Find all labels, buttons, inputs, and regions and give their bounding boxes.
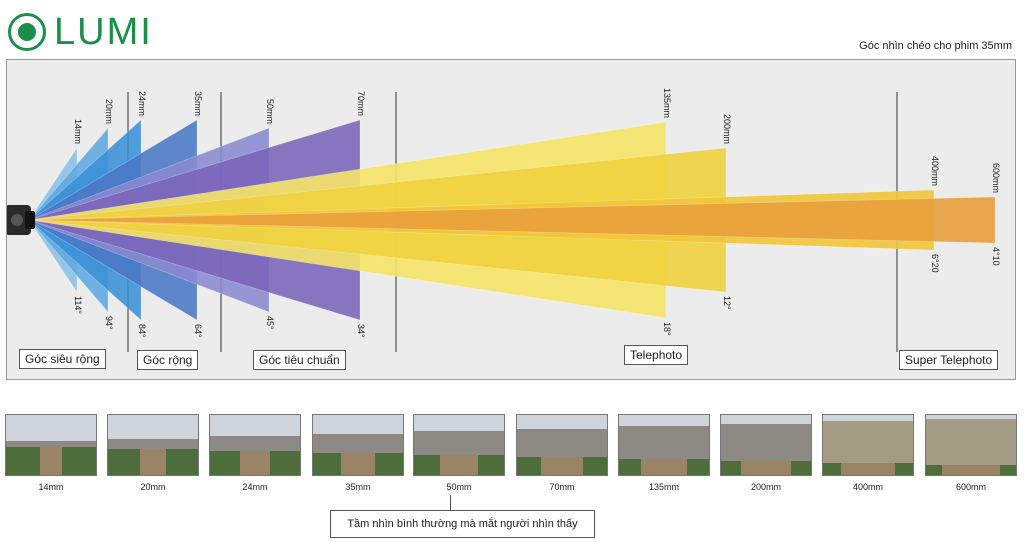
focal-label: 35mm — [193, 91, 203, 116]
lens-sample-image — [107, 414, 199, 476]
focal-label: 70mm — [356, 91, 366, 116]
focal-label: 24mm — [137, 91, 147, 116]
angle-label: 64° — [193, 324, 203, 338]
focal-label: 50mm — [265, 99, 275, 124]
human-eye-note: Tầm nhìn bình thường mà mắt người nhìn t… — [330, 510, 595, 538]
lens-sample-image — [5, 414, 97, 476]
angle-label: 94° — [104, 316, 114, 330]
focal-label: 20mm — [104, 99, 114, 124]
angle-label: 34° — [356, 324, 366, 338]
lens-sample-image — [618, 414, 710, 476]
lens-sample-caption: 400mm — [852, 482, 883, 492]
lens-sample-image — [516, 414, 608, 476]
lens-sample-image — [822, 414, 914, 476]
focal-label: 135mm — [662, 88, 672, 118]
lens-sample-caption: 200mm — [750, 482, 781, 492]
lens-sample-caption: 14mm — [38, 482, 64, 492]
lens-sample-caption: 135mm — [648, 482, 679, 492]
angle-label: 84° — [137, 324, 147, 338]
lens-sample-caption: 600mm — [955, 482, 986, 492]
note-pointer — [450, 495, 451, 510]
angle-label: 6°20 — [930, 254, 940, 273]
lens-sample-caption: 20mm — [140, 482, 166, 492]
category-telephoto: Telephoto — [624, 345, 689, 365]
lens-sample-image — [413, 414, 505, 476]
angle-label: 114° — [73, 296, 83, 314]
diagram-subtitle: Góc nhìn chéo cho phim 35mm — [859, 40, 1012, 52]
category-wide: Góc rộng — [137, 350, 199, 370]
focal-label: 14mm — [73, 119, 83, 144]
brand-name: LUMI — [54, 11, 153, 53]
angle-label: 18° — [662, 322, 672, 336]
angle-label: 12° — [722, 296, 732, 310]
focal-label: 400mm — [930, 156, 940, 186]
focal-label: 600mm — [991, 163, 1001, 193]
lens-sample-image — [209, 414, 301, 476]
lens-sample-image — [312, 414, 404, 476]
fov-diagram: 14mm 114° 20mm 94° 24mm 84° 35mm 64° 50mm 45° 70mm… — [7, 88, 1001, 352]
camera-icon — [7, 205, 35, 235]
lens-sample-caption: 24mm — [242, 482, 268, 492]
fov-wedge-600mm — [28, 196, 996, 244]
fov-diagram-panel: 14mm 114° 20mm 94° 24mm 84° 35mm 64° 50mm 45° 70mm… — [6, 59, 1016, 380]
focal-label: 200mm — [722, 114, 732, 144]
lens-sample-caption: 35mm — [345, 482, 371, 492]
angle-label: 45° — [265, 316, 275, 330]
lens-sample-image — [925, 414, 1017, 476]
category-super-telephoto: Super Telephoto — [899, 350, 999, 370]
brand-logo: LUMI — [8, 10, 153, 54]
lens-sample-image — [720, 414, 812, 476]
category-standard: Góc tiêu chuẩn — [253, 350, 346, 370]
angle-label: 4°10 — [991, 247, 1001, 266]
lens-sample-caption: 50mm — [446, 482, 472, 492]
lens-sample-caption: 70mm — [549, 482, 575, 492]
lumi-logo-icon — [8, 13, 46, 51]
category-ultra-wide: Góc siêu rộng — [19, 349, 106, 369]
